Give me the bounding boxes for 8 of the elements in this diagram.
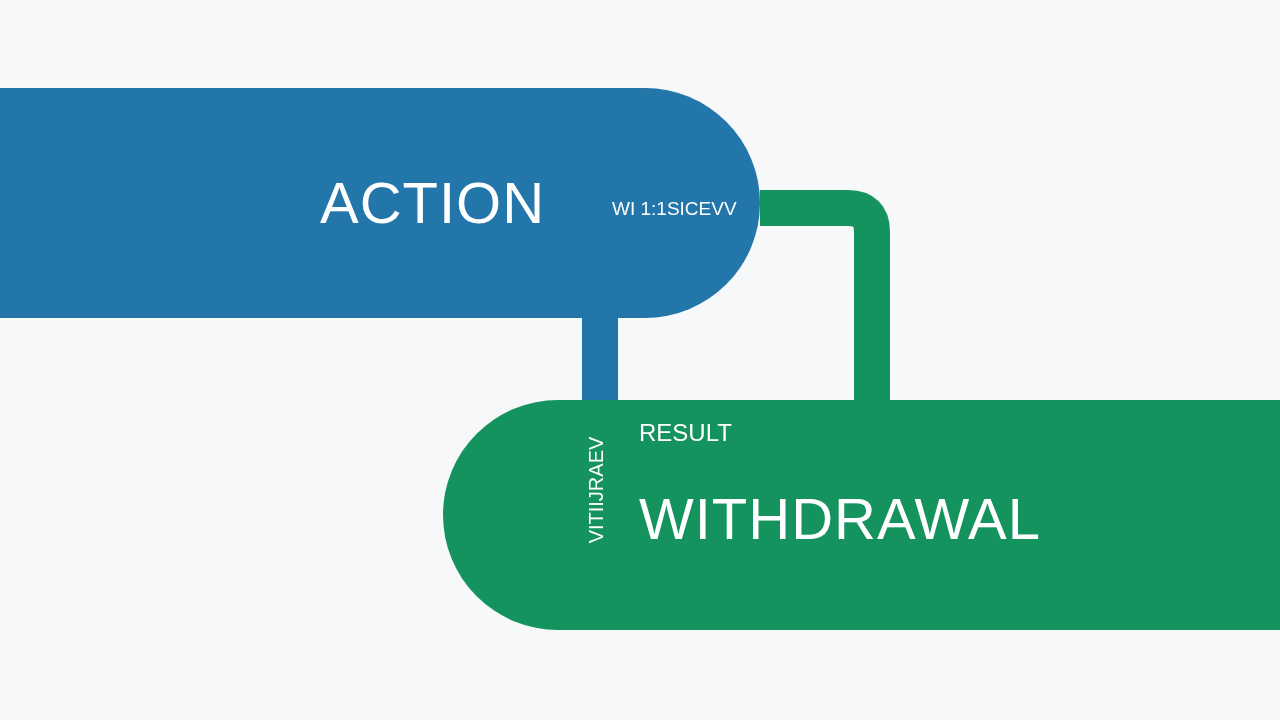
node-title: WITHDRAWAL — [639, 490, 1041, 548]
node-subtitle: RESULT — [639, 421, 732, 445]
node-caption: WI 1:1SICEVV — [612, 199, 737, 218]
pill-shape — [443, 400, 1280, 630]
node-title: ACTION — [320, 174, 546, 232]
pill-shape — [0, 88, 760, 318]
vertical-caption: VITIIJRAEV — [586, 436, 607, 544]
connector — [582, 318, 618, 400]
